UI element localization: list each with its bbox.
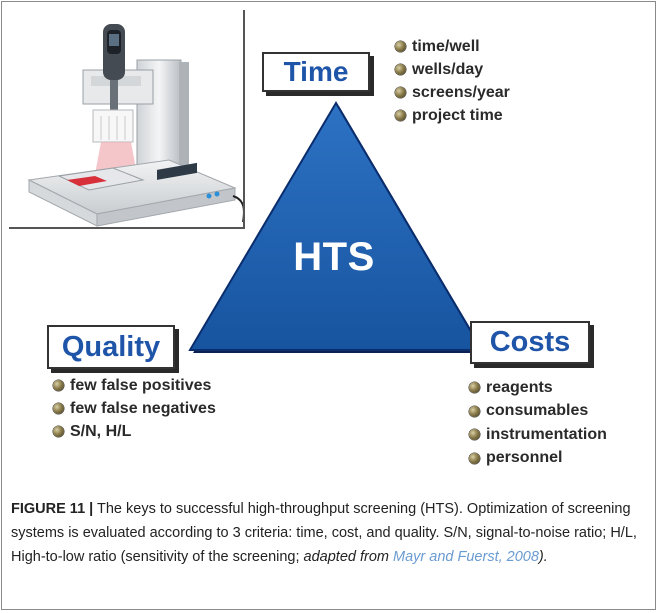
list-item: reagents — [469, 376, 607, 400]
list-item: few false positives — [53, 374, 216, 397]
caption-text: The keys to successful high-throughput s… — [11, 501, 637, 565]
bullet-icon — [395, 87, 406, 98]
figure-caption: FIGURE 11 | The keys to successful high-… — [11, 497, 651, 569]
hts-triangle-graphic — [188, 101, 485, 353]
costs-criteria-list: reagents consumables instrumentation per… — [469, 376, 607, 470]
list-item: few false negatives — [53, 397, 216, 420]
bullet-icon — [53, 426, 64, 437]
pipetting-robot-photo — [9, 10, 245, 229]
list-item: consumables — [469, 400, 607, 424]
caption-adapted-prefix: adapted from — [303, 549, 394, 565]
bullet-icon — [469, 382, 480, 394]
caption-close: ). — [538, 549, 548, 565]
bullet-icon — [53, 380, 64, 391]
hts-center-label: HTS — [293, 235, 375, 279]
list-item: personnel — [469, 447, 607, 471]
bullet-icon — [395, 64, 406, 75]
bullet-icon — [469, 429, 480, 441]
pipetting-robot-illustration — [27, 24, 243, 227]
reference-link[interactable]: Mayr and Fuerst, 2008 — [393, 549, 539, 565]
bullet-icon — [469, 405, 480, 417]
quality-criteria-list: few false positives few false negatives … — [53, 374, 216, 443]
quality-box: Quality — [47, 325, 175, 369]
list-item: time/well — [395, 35, 510, 58]
list-item: screens/year — [395, 81, 510, 104]
list-item: instrumentation — [469, 423, 607, 447]
list-item: project time — [395, 104, 510, 127]
time-criteria-list: time/well wells/day screens/year project… — [395, 35, 510, 127]
bullet-icon — [395, 110, 406, 121]
list-item: S/N, H/L — [53, 420, 216, 443]
hts-diagram: HTS Time Quality Costs time/well wells/d… — [9, 10, 607, 470]
bullet-icon — [469, 452, 480, 464]
hts-triangle — [188, 101, 484, 351]
time-box: Time — [262, 52, 370, 92]
bullet-icon — [395, 41, 406, 52]
list-item: wells/day — [395, 58, 510, 81]
bullet-icon — [53, 403, 64, 414]
figure-label: FIGURE 11 | — [11, 501, 94, 517]
costs-box: Costs — [470, 321, 590, 364]
